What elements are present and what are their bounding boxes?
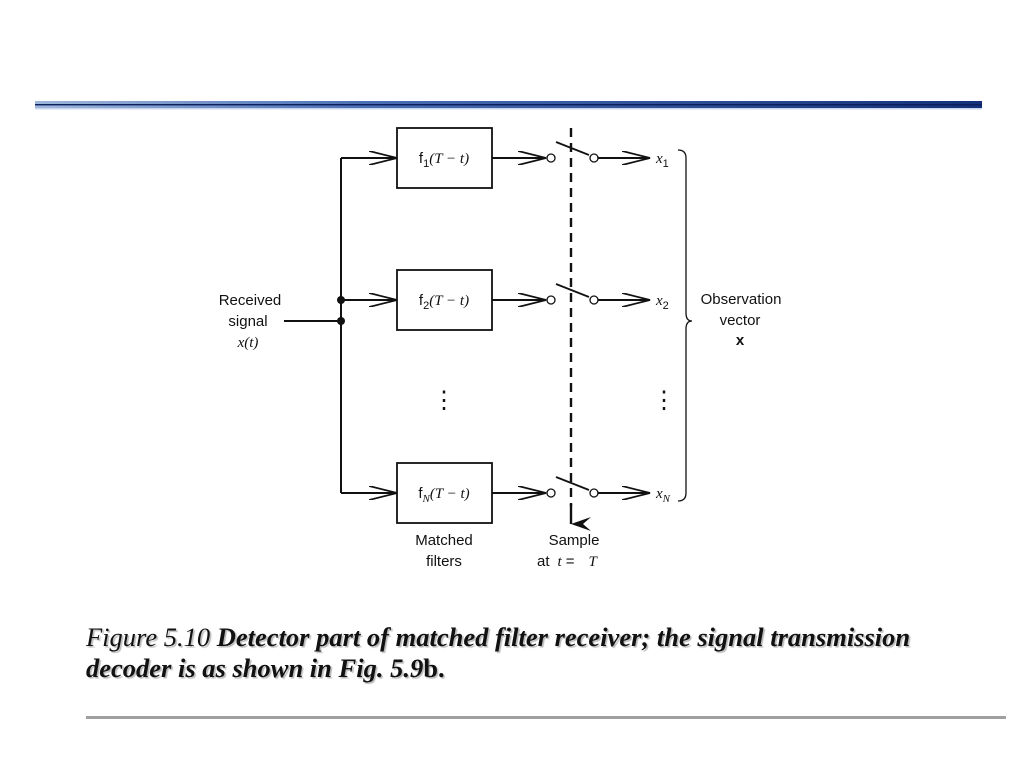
- output-label-n: xN: [655, 486, 671, 505]
- junction-dot: [337, 317, 345, 325]
- filter-label-n: fN(T − t): [418, 485, 469, 505]
- sampling-switch-1: [546, 141, 599, 163]
- matched-filters-line2: filters: [426, 553, 462, 570]
- observation-symbol: x: [736, 332, 745, 349]
- matched-filters-line1: Matched: [415, 532, 473, 549]
- received-label-line1: Received: [219, 292, 282, 309]
- sampling-switch-n: [546, 476, 599, 498]
- matched-filter-diagram: [284, 127, 693, 531]
- filter-label-1: f1(T − t): [419, 150, 469, 170]
- received-label-line2: signal: [228, 313, 267, 330]
- caption-text: Detector part of matched filter receiver…: [86, 622, 911, 683]
- header-bar: [35, 101, 982, 110]
- ellipsis-outputs: ⋮: [652, 387, 676, 414]
- observation-line2: vector: [720, 312, 761, 329]
- footer-rule: [86, 716, 1006, 719]
- ellipsis-filters: ⋮: [432, 387, 456, 414]
- observation-line1: Observation: [701, 291, 782, 308]
- output-label-2: x2: [655, 293, 669, 312]
- sample-line1: Sample: [549, 532, 600, 549]
- figure-label: Figure 5.10: [86, 622, 211, 652]
- sampling-switch-2: [546, 283, 599, 305]
- output-label-1: x1: [655, 151, 669, 170]
- figure-caption: Figure 5.10 Detector part of matched fil…: [86, 622, 966, 684]
- filter-label-2: f2(T − t): [419, 292, 469, 312]
- observation-brace: [677, 149, 693, 502]
- caption-tail: b.: [423, 653, 445, 683]
- received-signal-symbol: x(t): [237, 335, 259, 351]
